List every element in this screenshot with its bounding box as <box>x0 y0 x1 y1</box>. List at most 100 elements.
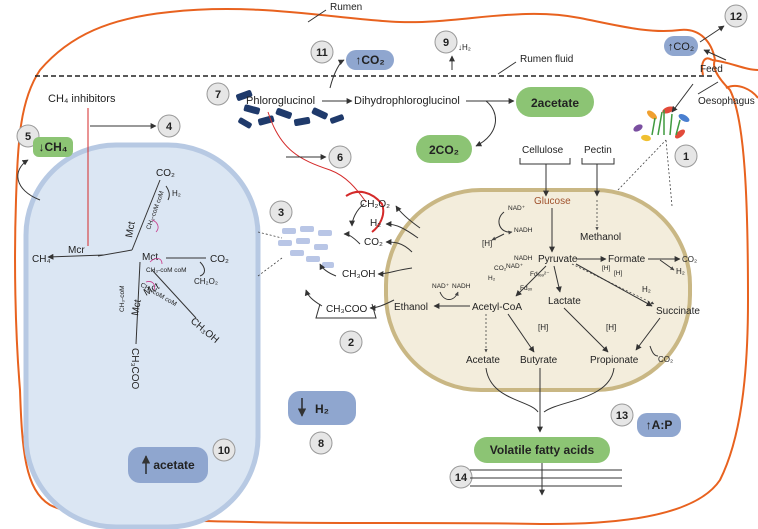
pyruvate-label: Pyruvate <box>538 254 578 265</box>
number-circle-3: 3 <box>269 200 293 224</box>
glucose-label: Glucose <box>534 196 571 207</box>
svg-text:8: 8 <box>318 438 324 450</box>
h-bracket-5: [H] <box>538 323 548 332</box>
svg-text:H₂: H₂ <box>315 402 329 416</box>
ethanol-label: Ethanol <box>394 302 428 313</box>
number-circle-9: 9 <box>434 30 458 54</box>
nad-plus-3: NAD⁺ <box>432 283 450 290</box>
co2-up-box-11: ↑CO₂ <box>346 50 394 70</box>
svg-text:2: 2 <box>348 337 354 349</box>
intermediate-co2: CO₂ <box>364 237 383 248</box>
svg-text:↑A:P: ↑A:P <box>646 418 673 432</box>
dihydrophloroglucinol-label: Dihydrophloroglucinol <box>354 95 460 107</box>
h2-down-box: H₂ <box>288 391 356 425</box>
svg-text:13: 13 <box>616 410 628 422</box>
acetate-label: Acetate <box>466 355 500 366</box>
oesophagus-wall-2 <box>711 59 758 71</box>
intermediate-molecules-icon <box>278 226 334 268</box>
intermediate-ch3coo: CH₃COO <box>326 304 368 315</box>
oesophagus-label: Oesophagus <box>698 96 755 107</box>
h-bracket-3: [H] <box>614 270 623 277</box>
svg-text:10: 10 <box>218 445 230 457</box>
archaea-mcr: Mcr <box>68 245 85 256</box>
number-circle-10: 10 <box>212 438 236 462</box>
rumen-fluid-label: Rumen fluid <box>520 54 573 65</box>
propionate-label: Propionate <box>590 355 639 366</box>
ch4-inhibitors-label: CH₄ inhibitors <box>48 93 116 105</box>
number-circle-11: 11 <box>310 40 334 64</box>
pectin-label: Pectin <box>584 145 612 156</box>
svg-text:acetate: acetate <box>153 458 195 472</box>
svg-text:5: 5 <box>25 131 31 143</box>
succinate-label: Succinate <box>656 306 700 317</box>
svg-text:9: 9 <box>443 37 449 49</box>
intermediate-h2: H₂ <box>370 218 381 229</box>
svg-text:6: 6 <box>337 152 343 164</box>
svg-text:Volatile fatty acids: Volatile fatty acids <box>490 443 595 457</box>
ch4-down-box: ↓CH₄ <box>33 137 73 157</box>
svg-text:12: 12 <box>730 11 742 23</box>
butyrate-label: Butyrate <box>520 355 558 366</box>
h2-small: H₂ <box>488 275 496 282</box>
phloroglucinol-red-path <box>267 111 367 203</box>
acetate-2-box: 2acetate <box>516 87 594 117</box>
archaea-co2-right: CO₂ <box>210 254 229 265</box>
acetyl-coa-label: Acetyl-CoA <box>472 302 522 313</box>
nadh-3: NADH <box>452 283 471 290</box>
archaea-ch3coo: CH₃COO <box>129 348 140 390</box>
ap-up-box: ↑A:P <box>637 413 681 437</box>
formate-label: Formate <box>608 254 646 265</box>
archaea-mct-3: Mct <box>130 299 144 317</box>
nadh-1: NADH <box>514 227 533 234</box>
number-circle-8: 8 <box>309 431 333 455</box>
methanol-label: Methanol <box>580 232 621 243</box>
number-circle-13: 13 <box>610 403 634 427</box>
rumen-label: Rumen <box>330 2 362 13</box>
archaea-h2-top: H₂ <box>172 189 181 198</box>
svg-text:2acetate: 2acetate <box>531 96 579 110</box>
svg-text:11: 11 <box>316 47 328 59</box>
h2-plain: H₂ <box>642 285 651 294</box>
svg-text:2CO₂: 2CO₂ <box>429 143 459 157</box>
oesophagus-wall <box>701 57 758 99</box>
svg-text:7: 7 <box>215 89 221 101</box>
co2-2-box: 2CO₂ <box>416 135 472 163</box>
fd-red: Fdᵣₑₔ²⁻ <box>530 271 550 278</box>
co2-succ: CO₂ <box>658 355 673 364</box>
lactate-label: Lactate <box>548 296 581 307</box>
svg-text:3: 3 <box>278 207 284 219</box>
rumen-wall <box>14 8 750 526</box>
co2-up-box-12: ↑CO₂ <box>664 36 698 56</box>
archaea-ch3-com-4: CH₃-coM <box>119 286 126 312</box>
svg-text:14: 14 <box>455 472 468 484</box>
number-circle-14: 14 <box>449 465 473 489</box>
number-circle-7: 7 <box>206 82 230 106</box>
h2-9-label: ↓H₂ <box>458 43 471 52</box>
number-circle-4: 4 <box>157 114 181 138</box>
intermediate-ch2o2: CH₂O₂ <box>360 199 390 210</box>
number-circle-2: 2 <box>339 330 363 354</box>
svg-text:4: 4 <box>166 121 173 133</box>
red-bracket <box>345 190 385 233</box>
co2-formate: CO₂ <box>682 255 697 264</box>
intermediate-ch3oh: CH₃OH <box>342 269 376 280</box>
co2-small: CO₂ <box>494 265 507 272</box>
svg-text:1: 1 <box>683 151 689 163</box>
archaea-ch2o2: CH₂O₂ <box>194 277 218 286</box>
fd-ox: Fdₒₓ <box>520 285 533 292</box>
nad-plus-2: NAD⁺ <box>506 263 524 270</box>
phloroglucinol-label: Phloroglucinol <box>246 95 315 107</box>
feed-label: Feed <box>700 64 723 75</box>
svg-text:↑CO₂: ↑CO₂ <box>668 41 694 53</box>
h-bracket-2: [H] <box>602 265 611 272</box>
methanogen-archaea-cell <box>23 142 261 529</box>
number-circle-1: 1 <box>674 144 698 168</box>
cellulose-label: Cellulose <box>522 145 564 156</box>
nad-plus-1: NAD⁺ <box>508 205 526 212</box>
archaea-mct-1: Mct <box>124 221 138 239</box>
svg-text:↓CH₄: ↓CH₄ <box>38 140 67 154</box>
vfa-box: Volatile fatty acids <box>474 437 610 463</box>
h-bracket-4: [H] <box>606 323 616 332</box>
nadh-2: NADH <box>514 255 533 262</box>
acetate-up-box: acetate <box>128 447 208 483</box>
